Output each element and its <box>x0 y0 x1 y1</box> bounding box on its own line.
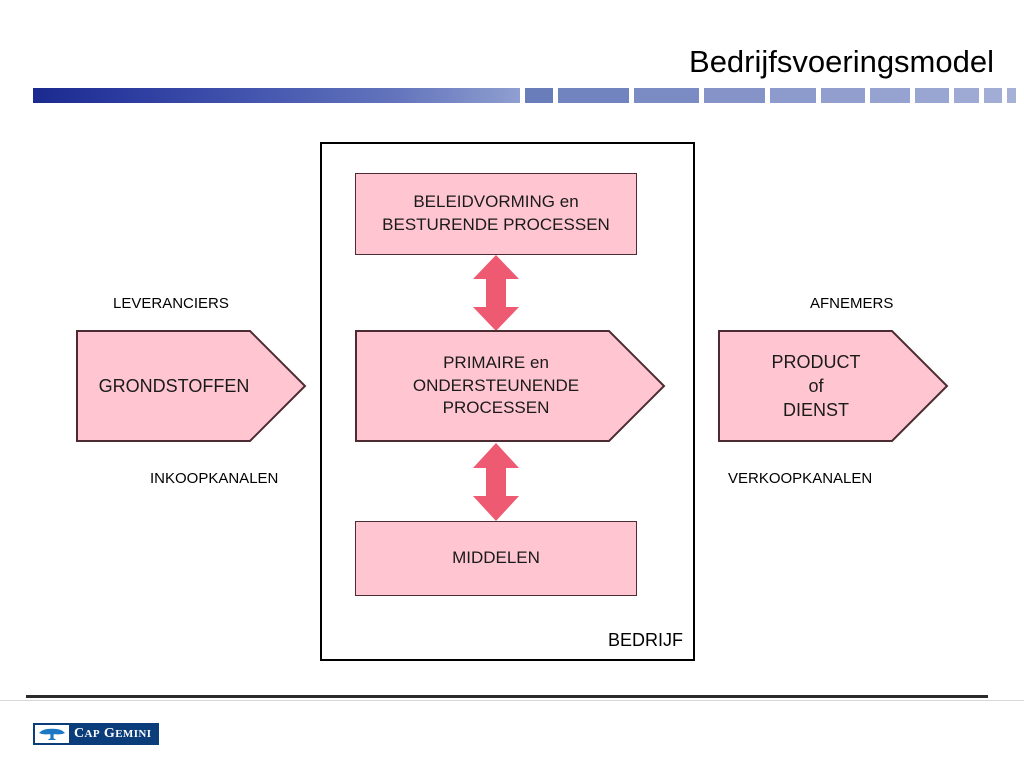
header-bar-segment <box>870 88 910 103</box>
cap-gemini-wordmark: CAP GEMINI <box>74 726 152 741</box>
header-decorative-bar <box>33 88 1016 103</box>
chevron-primaire-processen: PRIMAIRE en ONDERSTEUNENDE PROCESSEN <box>355 330 666 442</box>
header-bar-segment <box>704 88 765 103</box>
double-arrow-bottom <box>473 443 519 521</box>
double-arrow-top <box>473 255 519 331</box>
box-middelen: MIDDELEN <box>355 521 637 596</box>
header-bar-segment <box>1007 88 1016 103</box>
caption-verkoopkanalen: VERKOOPKANALEN <box>728 470 873 487</box>
cap-gemini-emblem-icon <box>35 725 69 743</box>
box-beleidvorming: BELEIDVORMING en BESTURENDE PROCESSEN <box>355 173 637 255</box>
caption-afnemers: AFNEMERS <box>810 295 894 312</box>
header-bar-segment <box>770 88 816 103</box>
header-bar-segment <box>33 88 520 103</box>
footer-divider-thin <box>0 700 1024 701</box>
company-boundary-box: BEDRIJF <box>320 142 695 661</box>
header-bar-segment <box>915 88 949 103</box>
company-label: BEDRIJF <box>607 630 683 650</box>
page-title: Bedrijfsvoeringsmodel <box>689 44 994 79</box>
footer-divider <box>26 695 988 698</box>
header-bar-segment <box>954 88 979 103</box>
header-bar-segment <box>984 88 1002 103</box>
header-bar-segment <box>821 88 865 103</box>
chevron-product-dienst: PRODUCT of DIENST <box>718 330 949 442</box>
cap-gemini-logo: CAP GEMINI <box>33 723 160 745</box>
caption-leveranciers: LEVERANCIERS <box>113 295 229 312</box>
header-bar-segment <box>525 88 553 103</box>
chevron-grondstoffen: GRONDSTOFFEN <box>76 330 307 442</box>
caption-inkoopkanalen: INKOOPKANALEN <box>150 470 279 487</box>
header-bar-segment <box>634 88 699 103</box>
header-bar-segment <box>558 88 629 103</box>
